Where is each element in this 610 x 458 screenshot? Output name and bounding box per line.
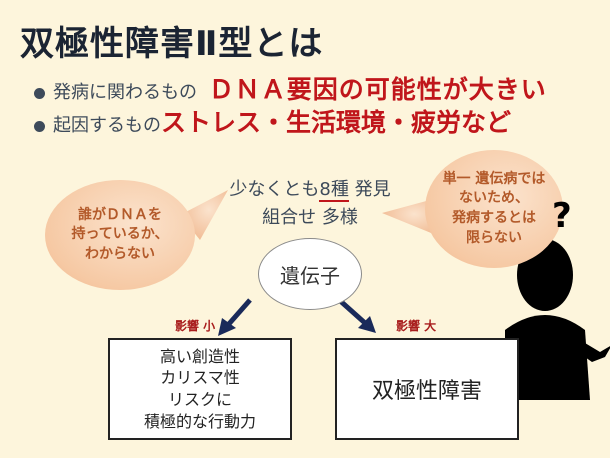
bullet-emphasis: ストレス・生活環境・疲労など <box>161 108 512 137</box>
genes-prefix: 少なくとも <box>229 179 320 200</box>
bubble-line: 誰がＤＮＡを <box>78 206 162 223</box>
genes-suffix: 発見 <box>348 179 391 200</box>
bullet-2: 起因するものストレス・生活環境・疲労など <box>34 103 511 139</box>
bullet-dot-icon <box>34 87 45 99</box>
bullet-emphasis: ＤＮＡ要因の可能性が大きい <box>208 75 547 104</box>
bubble-line: ないため、 <box>459 190 529 207</box>
right-bubble-tail <box>382 200 436 235</box>
genes-count: 8種 <box>319 179 349 202</box>
bubble-line: 限らない <box>466 229 522 246</box>
gene-ellipse: 遺伝子 <box>258 238 362 310</box>
genes-found-text: 少なくとも8種 発見 <box>160 175 460 202</box>
trait-line: リスクに <box>167 390 232 409</box>
arrow-left-icon <box>218 298 252 336</box>
bubble-line: わからない <box>85 245 155 262</box>
trait-line: カリスマ性 <box>160 368 240 388</box>
impact-small-label: 影響 小 <box>175 319 216 333</box>
bullet-label: 発病に関わるもの <box>53 82 197 103</box>
bubble-line: 持っているか、 <box>71 226 169 243</box>
left-speech-bubble: 誰がＤＮＡを 持っているか、 わからない <box>45 180 195 290</box>
traits-box: 高い創造性 カリスマ性 リスクに 積極的な行動力 <box>108 338 292 440</box>
impact-large-label: 影響 大 <box>396 319 437 333</box>
bubble-line: 単一 遺伝病では <box>442 170 546 187</box>
combination-text: 組合せ 多様 <box>262 207 358 228</box>
bullet-dot-icon <box>34 120 45 132</box>
slide-title: 双極性障害Ⅱ型とは <box>20 24 324 64</box>
right-speech-bubble: 単一 遺伝病では ないため、 発病するとは 限らない <box>425 150 563 268</box>
trait-line: 高い創造性 <box>159 346 240 366</box>
trait-line: 積極的な行動力 <box>143 411 256 431</box>
arrow-right-icon <box>335 296 376 333</box>
bullet-label: 起因するもの <box>53 115 161 136</box>
question-mark-icon: ? <box>552 196 572 236</box>
bullet-1: 発病に関わるもの ＤＮＡ要因の可能性が大きい <box>34 70 547 106</box>
bubble-line: 発病するとは <box>452 210 536 226</box>
disorder-box: 双極性障害 <box>335 338 519 440</box>
